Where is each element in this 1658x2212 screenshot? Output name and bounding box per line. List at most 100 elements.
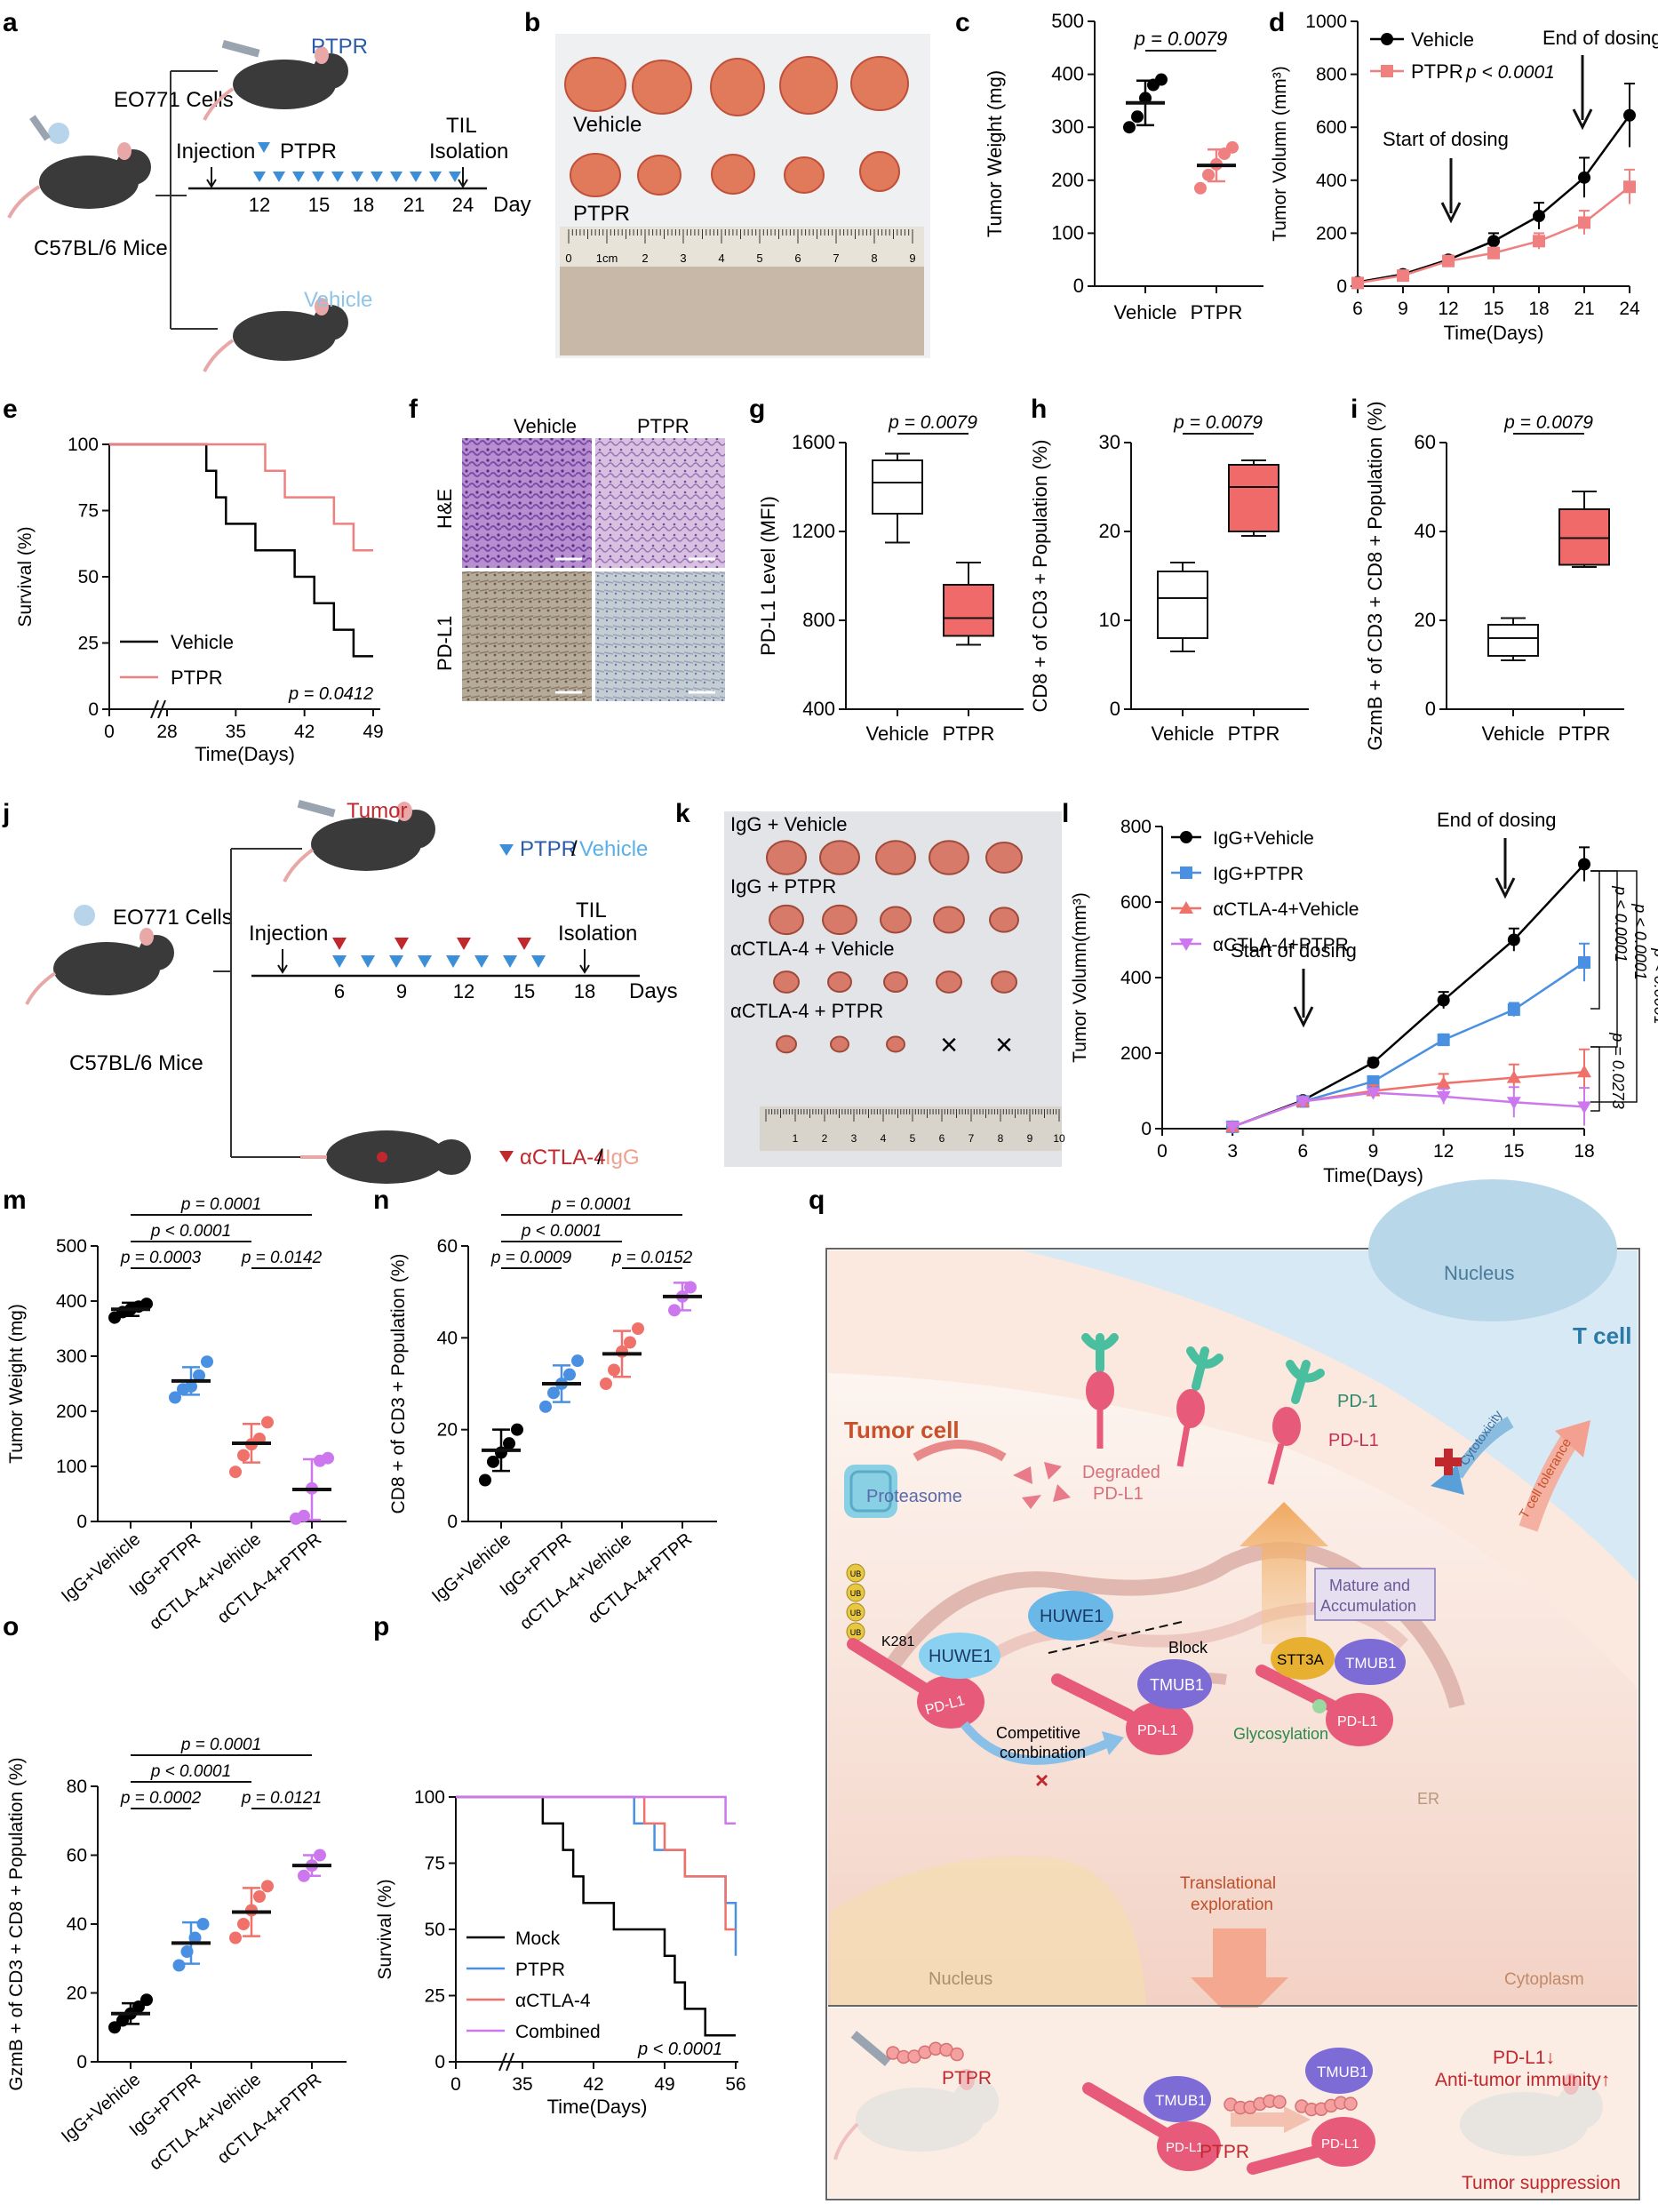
data-point: [229, 1465, 242, 1479]
x-tick-label: 35: [226, 722, 246, 742]
data-point: [1533, 235, 1545, 248]
y-tick-label: 600: [1120, 892, 1152, 913]
data-point: [261, 1880, 274, 1893]
data-point: [1367, 1056, 1380, 1069]
data-point: [1194, 181, 1207, 195]
p-value-label: p = 0.0079: [1503, 412, 1593, 433]
data-point: [479, 1473, 491, 1487]
annotation-label: Start of dosing: [1231, 939, 1357, 962]
x-tick-label: αCTLA-4+Vehicle: [146, 1529, 265, 1634]
actla4-label: αCTLA-4: [520, 1146, 606, 1170]
syringe-icon: [29, 115, 51, 141]
tumor-sample: [784, 156, 825, 194]
arrow-icon: [1440, 158, 1462, 224]
dose-marker: [332, 955, 347, 968]
y-tick-label: 200: [1120, 1043, 1152, 1064]
y-tick-label: 0: [76, 2052, 87, 2072]
legend-label: IgG+Vehicle: [1213, 828, 1314, 849]
data-point: [1578, 956, 1590, 969]
x-axis-label: Time(Days): [547, 2096, 648, 2118]
y-tick-label: 40: [437, 1328, 458, 1348]
x-tick-label: 6: [1352, 299, 1363, 319]
y-tick-label: 0: [1110, 698, 1120, 720]
x-tick-label: 15: [1483, 299, 1503, 319]
dose-marker: [457, 938, 471, 950]
legend-marker: [1179, 938, 1193, 951]
data-point: [1578, 216, 1590, 229]
up-arrow: [1240, 1502, 1328, 1644]
x-tick-label: 6: [1297, 1141, 1308, 1162]
x-tick-label: 12: [1433, 1141, 1454, 1162]
data-point: [322, 1451, 334, 1465]
y-tick-label: 600: [1316, 117, 1347, 138]
mouse-icon: [7, 142, 151, 219]
data-point: [1533, 210, 1545, 223]
x-tick-label: PTPR: [1191, 301, 1243, 323]
series-line: [1232, 961, 1585, 1129]
legend-marker: [1381, 65, 1393, 77]
y-axis-label: PD-L1 Level (MFI): [757, 496, 779, 656]
ruler-label: 4: [718, 252, 724, 265]
tick-label: 15: [308, 194, 330, 216]
dose-marker: [418, 955, 432, 968]
down-arrow: [1191, 1929, 1288, 2026]
y-tick-label: 400: [1316, 171, 1347, 191]
mouse-icon: [1460, 2073, 1603, 2156]
x-tick-label: 42: [294, 722, 315, 742]
tumor-sample: [929, 840, 969, 875]
tumor-sample: [779, 56, 838, 115]
mature-label-2: Accumulation: [1320, 1597, 1416, 1615]
ruler-label: 9: [909, 252, 915, 265]
y-tick-label: 25: [425, 1986, 445, 2007]
ruler-label: 6: [794, 252, 801, 265]
ruler-label: 4: [881, 1132, 887, 1145]
box: [1228, 464, 1279, 532]
ruler-label: 2: [642, 252, 648, 265]
mouse-icon: [300, 1130, 471, 1184]
x-tick-label: 56: [725, 2074, 745, 2095]
syringe-icon: [221, 39, 260, 58]
y-tick-label: 100: [68, 435, 99, 455]
p-value-label: p = 0.0273: [1609, 1032, 1627, 1109]
y-tick-label: 400: [802, 698, 835, 720]
legend-marker: [1381, 33, 1393, 45]
pd1-pdl1-pair: [1176, 1346, 1224, 1467]
stt3a-label: STT3A: [1277, 1651, 1325, 1668]
tmub1-label: TMUB1: [1150, 1676, 1204, 1694]
panel-letter: g: [749, 395, 765, 424]
p-value-label: p = 0.0079: [1173, 412, 1263, 433]
survival-curve: [456, 1795, 736, 2037]
p-value-label: p < 0.0001: [150, 1762, 231, 1781]
legend-label: αCTLA-4+PTPR: [1213, 935, 1349, 955]
x-tick-label: 18: [1528, 299, 1549, 319]
data-point: [237, 1918, 250, 1930]
data-point: [1507, 1003, 1520, 1017]
pd1-label: PD-1: [1337, 1392, 1378, 1411]
data-point: [684, 1281, 697, 1294]
tumor-sample: [570, 153, 621, 197]
panel-letter: j: [2, 799, 10, 828]
y-tick-label: 100: [1051, 221, 1084, 244]
panel-letter: m: [3, 1186, 27, 1215]
tumor-sample: [822, 904, 857, 936]
tumor-sample: [875, 840, 916, 875]
pdl1-label: PD-L1: [1166, 2140, 1204, 2155]
data-point: [571, 1354, 584, 1368]
x-tick-label: 0: [450, 2074, 461, 2095]
x-tick-label: Vehicle: [866, 723, 929, 745]
y-tick-label: 20: [67, 1984, 87, 2004]
data-point: [1351, 276, 1364, 290]
data-point: [624, 1336, 636, 1349]
y-tick-label: 40: [1415, 520, 1436, 542]
significance-bracket: [1590, 870, 1600, 1010]
cross-icon: [1435, 1449, 1462, 1475]
legend-marker: [1180, 866, 1192, 879]
tmub1-label: TMUB1: [1345, 1655, 1397, 1672]
annotation-label: End of dosing: [1437, 809, 1557, 831]
ruler-label: 2: [822, 1132, 828, 1145]
p-value-label: p < 0.0001: [1465, 62, 1555, 83]
pdl1-label: PD-L1: [1321, 2136, 1359, 2152]
panel-letter: n: [373, 1186, 389, 1215]
ub-icon: [846, 1583, 865, 1602]
